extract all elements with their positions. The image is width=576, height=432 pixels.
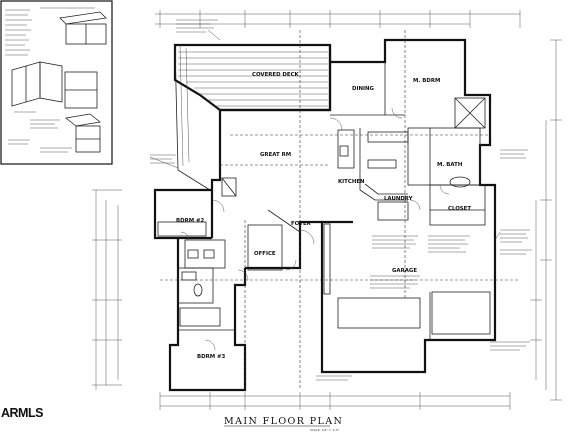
mls-watermark: ARMLS	[1, 406, 43, 420]
dimension-lines-left	[92, 189, 122, 390]
dimension-lines-top	[155, 10, 521, 28]
laundry-label: LAUNDRY	[384, 196, 413, 202]
foyer-label: FOYER	[291, 221, 312, 227]
dining-label: DINING	[352, 86, 375, 92]
center-lines	[160, 30, 520, 390]
plan-title: MAIN FLOOR PLAN SCALE: 1/4" = 1'-0"	[224, 416, 343, 432]
exterior-walls	[153, 38, 497, 392]
dimension-lines-bottom	[159, 392, 511, 410]
dimension-lines-right	[530, 39, 562, 401]
interior-walls	[157, 62, 491, 340]
detail-inset	[0, 0, 113, 165]
office-label: OFFICE	[254, 251, 276, 257]
plan-title-text: MAIN FLOOR PLAN	[224, 416, 343, 427]
m-bath-label: M. BATH	[437, 162, 463, 168]
garage-label: GARAGE	[392, 268, 417, 274]
scale-note: SCALE: 1/4" = 1'-0"	[310, 428, 340, 432]
covered-deck: COVERED DECK	[173, 43, 332, 191]
great-rm-label: GREAT RM	[260, 152, 291, 158]
room-labels: DINING M. BDRM GREAT RM KITCHEN M. BATH …	[176, 78, 471, 360]
bdrm-3-label: BDRM #3	[197, 354, 225, 360]
door-swings	[180, 107, 450, 351]
kitchen-label: KITCHEN	[338, 179, 365, 185]
covered-deck-label: COVERED DECK	[252, 72, 300, 78]
bdrm-2-label: BDRM #2	[176, 218, 204, 224]
annotation-notes	[149, 19, 532, 381]
m-bdrm-label: M. BDRM	[413, 78, 440, 84]
closet-label: CLOSET	[448, 206, 471, 212]
